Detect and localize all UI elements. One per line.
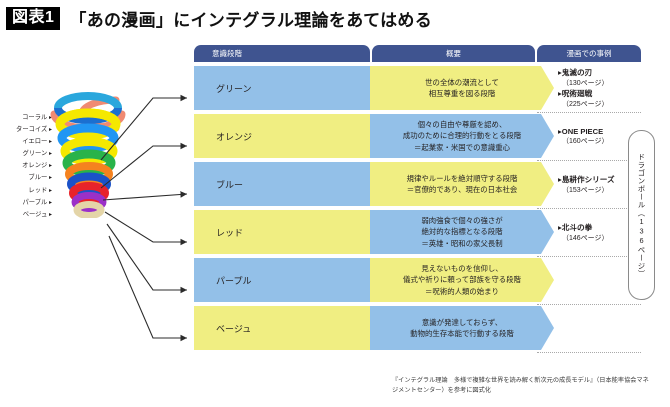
example-page: （130ページ） [562,80,609,87]
stage-label: オレンジ [216,131,253,142]
summary-line-2: 絶対的な指標となる段階 [421,227,503,237]
row-divider [537,256,641,257]
summary-line-1: 世の全体の潮流として [425,77,499,87]
dragonball-label: ドラゴンボール（136ページ） [637,152,646,278]
summary-chevron: 弱肉強食で個々の強さが 絶対的な指標となる段階 ＝英雄・昭和の家父長制 [370,210,554,254]
column-header-summary: 概要 [372,45,535,62]
color-legend: コーラル ターコイズ イエロー グリーン オレンジ ブルー レッド パープル ベ… [0,112,52,221]
summary-text: 個々の自由や尊厳を認め、 成功のために合理的行動をとる段階 ＝起業家・米国での意… [403,119,521,153]
summary-line-1: 個々の自由や尊厳を認め、 [417,119,507,129]
summary-line-1: 意識が発達しておらず、 [421,317,503,327]
stage-bar: オレンジ [194,114,374,158]
summary-text: 弱肉強食で個々の強さが 絶対的な指標となる段階 ＝英雄・昭和の家父長制 [421,215,502,249]
column-header-example-label: 漫画での事例 [566,49,612,58]
stage-label: パープル [216,275,252,286]
stage-bar: レッド [194,210,374,254]
dragonball-bracket: ドラゴンボール（136ページ） [628,130,655,300]
spiral-diagram [50,92,126,218]
summary-chevron: 世の全体の潮流として 相互尊重を図る段階 [370,66,554,110]
table-row: ブルー 規律やルールを絶対順守する段階 ＝官僚的であり、現在の日本社会 ▸島耕作… [194,162,641,206]
summary-text: 見えないものを信仰し、 儀式や祈りに頼って部族を守る段階 ＝呪術的人類の始まり [403,263,521,297]
legend-item-green: グリーン [0,148,52,160]
stage-bar: パープル [194,258,374,302]
example-title: ▸呪術廻戦 [558,89,593,98]
figure-badge: 図表1 [6,7,61,30]
summary-chevron: 意識が発達しておらず、 動物的生存本能で行動する段階 [370,306,554,350]
example-box: ▸北斗の拳 （146ページ） [558,210,641,254]
table-row: オレンジ 個々の自由や尊厳を認め、 成功のために合理的行動をとる段階 ＝起業家・… [194,114,641,158]
source-note: 『インテグラル理論 多様で複雑な世界を読み解く新次元の成長モデル』（日本能率協会… [392,377,649,395]
example-title: ▸ONE PIECE [558,126,604,136]
table-row: ベージュ 意識が発達しておらず、 動物的生存本能で行動する段階 [194,306,641,350]
table-row: レッド 弱肉強食で個々の強さが 絶対的な指標となる段階 ＝英雄・昭和の家父長制 … [194,210,641,254]
stage-bar: グリーン [194,66,374,110]
summary-line-3: ＝英雄・昭和の家父長制 [421,238,503,248]
stage-label: レッド [216,227,244,238]
column-header-stage-label: 意識段階 [212,49,242,58]
column-header-stage: 意識段階 [194,45,370,62]
example-page: （146ページ） [562,234,609,242]
table-row: グリーン 世の全体の潮流として 相互尊重を図る段階 ▸鬼滅の刃 （130ページ）… [194,66,641,110]
example-page: （225ページ） [562,101,609,108]
example-page: （160ページ） [562,137,609,145]
example-box: ▸鬼滅の刃 （130ページ） ▸呪術廻戦 （225ページ） [558,66,641,110]
summary-line-2: ＝官僚的であり、現在の日本社会 [406,185,518,194]
row-divider [537,160,641,161]
stage-bar: ブルー [194,162,374,206]
title-text: 「あの漫画」にインテグラル理論をあてはめる [69,11,433,30]
summary-line-3: ＝呪術的人類の始まり [425,286,499,296]
connector-arrows [100,94,188,342]
example-title: ▸鬼滅の刃 [558,68,593,77]
legend-item-blue: ブルー [0,172,52,184]
stage-label: ベージュ [216,323,252,334]
legend-item-orange: オレンジ [0,160,52,172]
example-box: ▸ONE PIECE （160ページ） [558,114,641,158]
summary-chevron: 見えないものを信仰し、 儀式や祈りに頼って部族を守る段階 ＝呪術的人類の始まり [370,258,554,302]
summary-line-1: 規律やルールを絶対順守する段階 [406,173,518,183]
stage-bar: ベージュ [194,306,374,350]
column-header-example: 漫画での事例 [537,45,641,62]
example-title: ▸島耕作シリーズ [558,174,615,184]
summary-text: 意識が発達しておらず、 動物的生存本能で行動する段階 [410,317,513,340]
example-box: ▸島耕作シリーズ （153ページ） [558,162,641,206]
column-header-summary-label: 概要 [446,49,461,58]
row-divider [537,352,641,353]
summary-chevron: 個々の自由や尊厳を認め、 成功のために合理的行動をとる段階 ＝起業家・米国での意… [370,114,554,158]
summary-line-2: 成功のために合理的行動をとる段階 [402,131,522,141]
summary-line-1: 弱肉強食で個々の強さが [421,215,503,225]
stage-label: グリーン [216,83,252,94]
example-box [558,306,641,350]
legend-item-beige: ベージュ [0,209,52,221]
legend-item-coral: コーラル [0,112,52,124]
legend-item-purple: パープル [0,197,52,209]
summary-line-2: 相互尊重を図る段階 [428,89,496,98]
legend-item-turquoise: ターコイズ [0,124,52,136]
summary-line-2: 儀式や祈りに頼って部族を守る段階 [403,275,521,285]
summary-text: 世の全体の潮流として 相互尊重を図る段階 [425,77,499,100]
row-divider [537,112,641,113]
page-title: 図表1 「あの漫画」にインテグラル理論をあてはめる [6,6,432,31]
summary-chevron: 規律やルールを絶対順守する段階 ＝官僚的であり、現在の日本社会 [370,162,554,206]
stage-label: ブルー [216,179,244,190]
example-title: ▸北斗の拳 [558,222,593,232]
legend-item-red: レッド [0,185,52,197]
legend-item-yellow: イエロー [0,136,52,148]
summary-text: 規律やルールを絶対順守する段階 ＝官僚的であり、現在の日本社会 [407,173,518,196]
row-divider [537,304,641,305]
row-divider [537,208,641,209]
example-page: （153ページ） [562,186,609,194]
summary-line-2: 動物的生存本能で行動する段階 [410,329,514,338]
table-row: パープル 見えないものを信仰し、 儀式や祈りに頼って部族を守る段階 ＝呪術的人類… [194,258,641,302]
summary-line-3: ＝起業家・米国での意識重心 [413,142,511,152]
summary-line-1: 見えないものを信仰し、 [421,263,503,273]
